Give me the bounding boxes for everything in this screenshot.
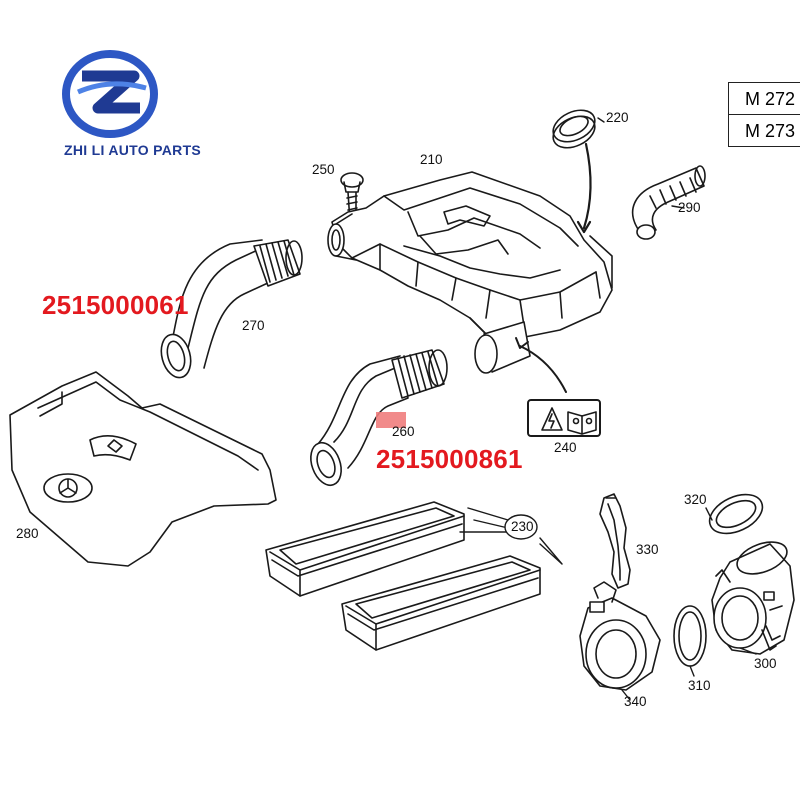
zl-monogram-icon bbox=[62, 50, 158, 138]
callout-260: 260 bbox=[392, 424, 415, 439]
ring-310 bbox=[673, 605, 707, 667]
callout-340: 340 bbox=[624, 694, 647, 709]
leader-lines bbox=[459, 117, 757, 701]
intake-pipe-270 bbox=[160, 239, 303, 379]
callout-240: 240 bbox=[554, 440, 577, 455]
callout-circle-230 bbox=[504, 514, 538, 540]
engine-variant-m273: M 273 bbox=[728, 114, 800, 147]
callout-280: 280 bbox=[16, 526, 39, 541]
seal-ring-220 bbox=[552, 109, 596, 149]
housing-outlet-pipe bbox=[474, 321, 531, 374]
three-point-star-icon bbox=[58, 478, 78, 498]
brand-name: ZHI LI AUTO PARTS bbox=[64, 142, 202, 158]
callout-310: 310 bbox=[688, 678, 711, 693]
callout-300: 300 bbox=[754, 656, 777, 671]
callout-270: 270 bbox=[242, 318, 265, 333]
warning-manual-label-icon bbox=[527, 399, 601, 437]
engine-cover-280 bbox=[9, 371, 277, 567]
gasket-330 bbox=[599, 493, 631, 589]
hose-290 bbox=[631, 165, 706, 240]
callout-320: 320 bbox=[684, 492, 707, 507]
callout-330: 330 bbox=[636, 542, 659, 557]
callout-220: 220 bbox=[606, 110, 629, 125]
intake-pipe-260 bbox=[310, 349, 448, 487]
intake-elbow-300 bbox=[711, 541, 795, 655]
callout-230: 230 bbox=[511, 519, 534, 534]
screw-250 bbox=[340, 172, 364, 223]
engine-variant-m272: M 272 bbox=[728, 82, 800, 115]
callout-210: 210 bbox=[420, 152, 443, 167]
engine-variant-table: M 272 M 273 bbox=[728, 82, 800, 147]
part-number-270: 2515000061 bbox=[42, 290, 189, 320]
maf-sensor-340 bbox=[579, 581, 661, 691]
air-filter-housing-210 bbox=[327, 171, 613, 339]
callout-290: 290 bbox=[678, 200, 701, 215]
part-number-260: 2515000861 bbox=[376, 444, 523, 474]
ring-320 bbox=[708, 493, 764, 535]
air-filter-elements-230 bbox=[265, 501, 541, 651]
highlight-marker bbox=[376, 412, 406, 428]
callout-250: 250 bbox=[312, 162, 335, 177]
